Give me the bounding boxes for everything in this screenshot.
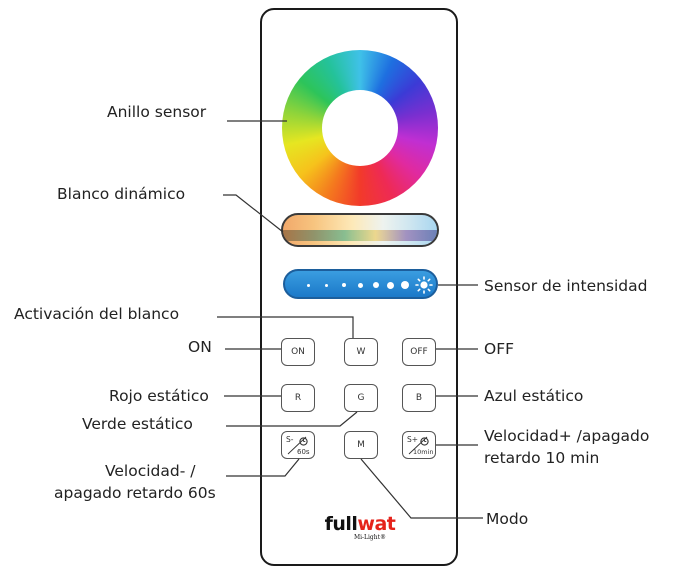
label-velocidad-mas-1: Velocidad+ /apagado: [484, 427, 650, 445]
label-verde-estatico: Verde estático: [82, 415, 193, 433]
intensity-dot: [358, 282, 363, 288]
green-button[interactable]: G: [344, 384, 378, 412]
intensity-sensor-bar[interactable]: [283, 269, 438, 299]
white-button[interactable]: W: [344, 338, 378, 366]
label-rojo-estatico: Rojo estático: [109, 387, 209, 405]
mode-button[interactable]: M: [344, 431, 378, 459]
trademark-symbol: ®: [380, 534, 387, 541]
off-button[interactable]: OFF: [402, 338, 436, 366]
blue-button[interactable]: B: [402, 384, 436, 412]
sixty-seconds-label: 60s: [297, 448, 310, 456]
intensity-dot: [401, 281, 409, 289]
speed-up-timer-button[interactable]: S+ 10min: [402, 431, 436, 459]
brand-logo-right: wat: [357, 513, 396, 535]
label-anillo-sensor: Anillo sensor: [107, 103, 207, 121]
brand-logo-left: full: [324, 513, 358, 535]
speed-down-timer-button[interactable]: S- 60s: [281, 431, 315, 459]
on-button[interactable]: ON: [281, 338, 315, 366]
label-on: ON: [188, 338, 212, 356]
brand-logo: fullwat Mi-Light®: [312, 514, 408, 554]
dynamic-white-bar[interactable]: [281, 213, 439, 247]
clock-icon: [420, 437, 429, 446]
intensity-dot: [342, 283, 346, 287]
label-modo: Modo: [486, 510, 529, 528]
red-button[interactable]: R: [281, 384, 315, 412]
intensity-dot: [307, 283, 310, 287]
ten-minutes-label: 10min: [413, 448, 434, 456]
intensity-dot: [325, 283, 328, 287]
label-sensor-intensidad: Sensor de intensidad: [484, 277, 648, 295]
label-velocidad-menos-2: apagado retardo 60s: [54, 484, 216, 502]
label-azul-estatico: Azul estático: [484, 387, 584, 405]
intensity-dot: [387, 281, 394, 289]
intensity-dot: [373, 282, 379, 288]
brand-logo-sub: Mi-Light: [353, 534, 381, 541]
label-activacion-blanco: Activación del blanco: [14, 305, 180, 323]
color-sensor-ring[interactable]: [282, 50, 438, 206]
speed-down-label: S-: [286, 435, 294, 444]
sun-icon: [415, 276, 433, 294]
label-velocidad-menos-1: Velocidad- /: [105, 462, 196, 480]
label-velocidad-mas-2: retardo 10 min: [484, 449, 600, 467]
clock-icon: [299, 437, 308, 446]
label-blanco-dinamico: Blanco dinámico: [57, 185, 186, 203]
label-off: OFF: [484, 340, 515, 358]
speed-up-label: S+: [407, 435, 418, 444]
